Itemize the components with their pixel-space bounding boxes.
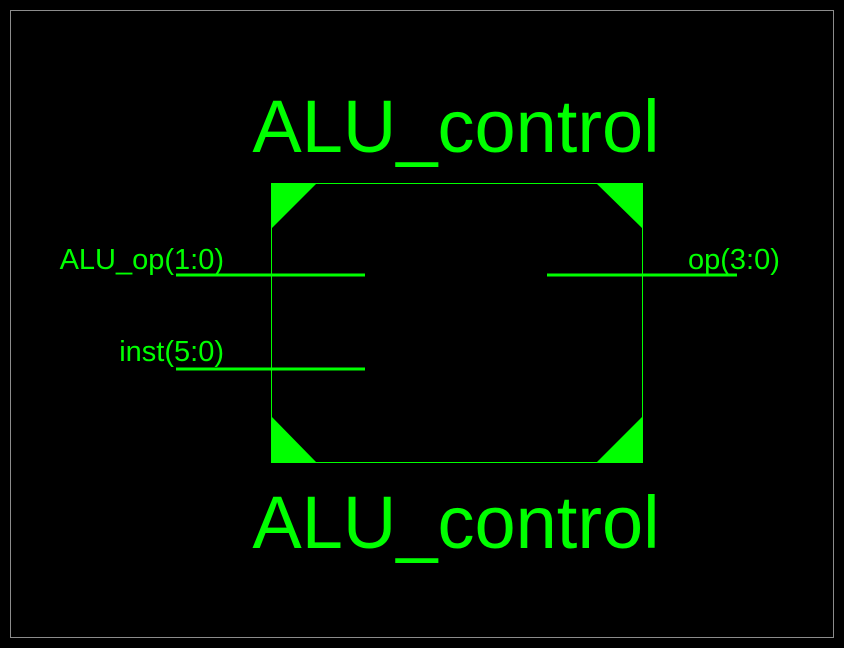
corner-marker-top-right [596,183,643,229]
sheet-border [10,10,834,638]
output-pin-op[interactable]: op(3:0) [547,244,780,277]
pin-label: op(3:0) [688,244,780,276]
input-pin-alu-op[interactable]: ALU_op(1:0) [60,244,365,277]
corner-marker-bottom-right [596,416,643,463]
symbol-name-top: ALU_control [252,85,659,168]
corner-marker-top-left [271,183,317,229]
symbol-rectangle [271,183,643,463]
pin-label: inst(5:0) [119,336,224,368]
input-pin-inst[interactable]: inst(5:0) [119,336,365,371]
symbol-name-bottom: ALU_control [252,481,659,564]
corner-marker-bottom-left [271,416,317,463]
symbol-body[interactable] [271,183,643,463]
pin-label: ALU_op(1:0) [60,244,224,276]
